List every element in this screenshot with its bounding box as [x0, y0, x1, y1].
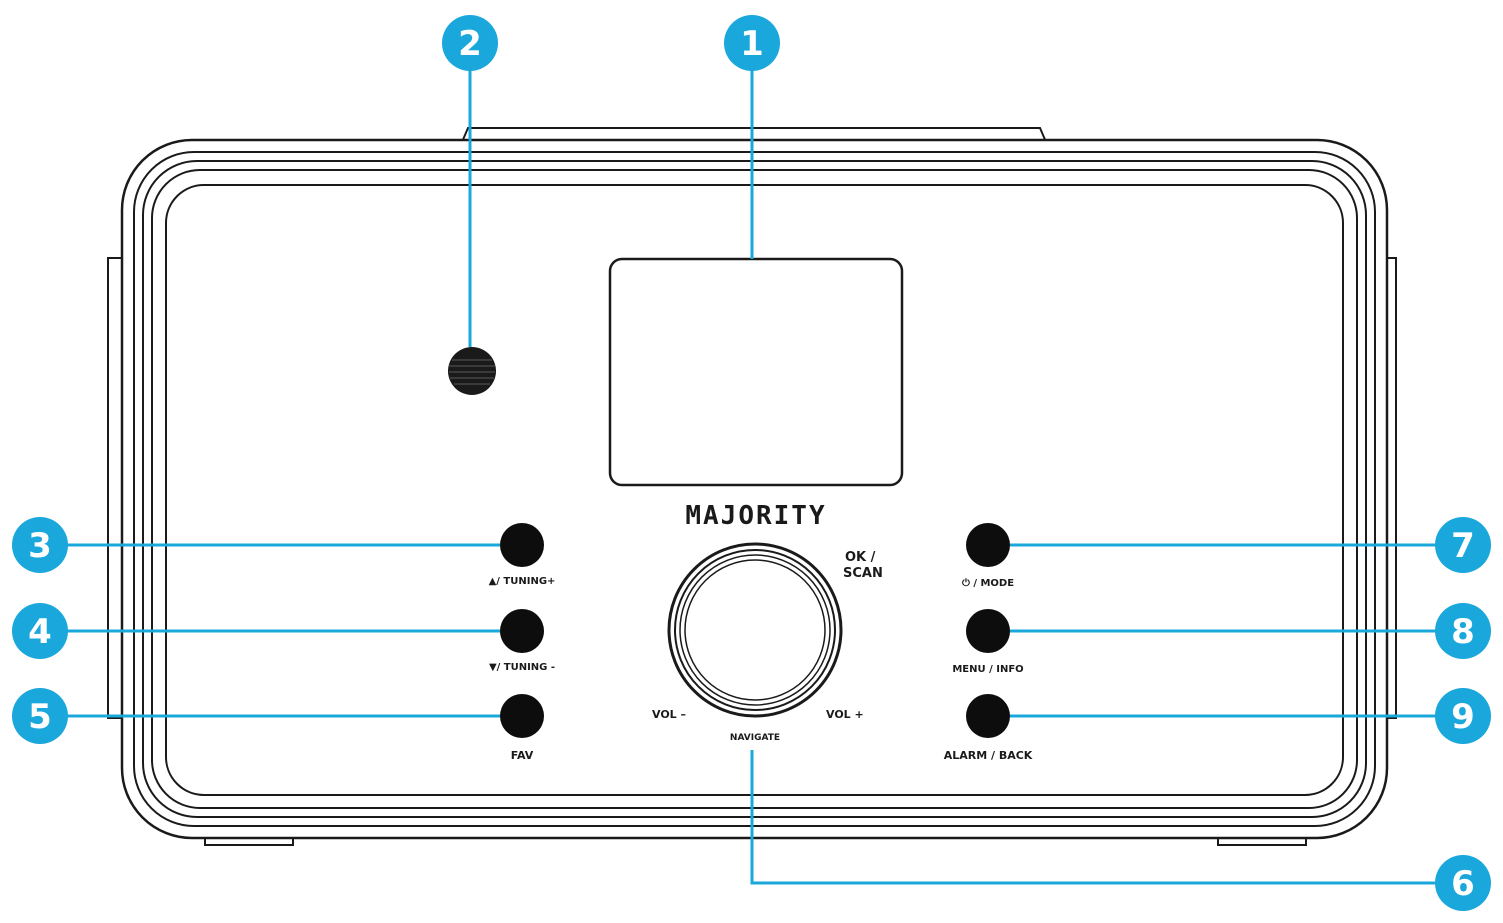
menu-info-label: MENU / INFO — [952, 664, 1023, 675]
svg-text:7: 7 — [1451, 526, 1475, 566]
callout-6: 6 — [1435, 855, 1491, 911]
power-mode-label: ⏻ / MODE — [962, 577, 1014, 589]
tuning-down-label: ▼/ TUNING - — [489, 662, 555, 673]
navigate-knob[interactable] — [667, 542, 843, 718]
display-screen — [608, 257, 904, 487]
svg-text:3: 3 — [28, 526, 52, 566]
callout-7: 7 — [1435, 517, 1491, 573]
alarm-back-button[interactable] — [966, 694, 1010, 738]
brand-logo: MAJORITY — [685, 501, 826, 531]
callout-8: 8 — [1435, 603, 1491, 659]
menu-info-button[interactable] — [966, 609, 1010, 653]
navigate-label: NAVIGATE — [730, 733, 780, 743]
callout-4: 4 — [12, 603, 68, 659]
tuning-down-button[interactable] — [500, 609, 544, 653]
svg-text:5: 5 — [28, 697, 52, 737]
callout-lines — [66, 70, 1436, 885]
callout-9: 9 — [1435, 688, 1491, 744]
callout-line-6 — [750, 750, 1436, 885]
callout-3: 3 — [12, 517, 68, 573]
body-frame-2 — [133, 151, 1376, 827]
sensor-grille — [448, 347, 496, 395]
ok-scan-label-line1: OK / — [845, 550, 876, 565]
svg-text:2: 2 — [458, 24, 482, 64]
svg-text:4: 4 — [28, 612, 52, 652]
body-frame-4 — [151, 169, 1358, 809]
tuning-up-label: ▲/ TUNING+ — [489, 576, 556, 587]
svg-text:8: 8 — [1451, 612, 1475, 652]
power-mode-button[interactable] — [966, 523, 1010, 567]
top-strip — [461, 127, 1047, 143]
svg-text:1: 1 — [740, 24, 764, 64]
ok-scan-label-line2: SCAN — [843, 566, 883, 581]
callout-2: 2 — [442, 15, 498, 71]
body-outer — [120, 138, 1389, 840]
body-frame-3 — [142, 160, 1367, 818]
tuning-up-button[interactable] — [500, 523, 544, 567]
callout-5: 5 — [12, 688, 68, 744]
svg-text:9: 9 — [1451, 697, 1475, 737]
vol-minus-label: VOL – — [652, 708, 686, 721]
callout-1: 1 — [724, 15, 780, 71]
fav-button[interactable] — [500, 694, 544, 738]
vol-plus-label: VOL + — [826, 708, 864, 721]
alarm-back-label: ALARM / BACK — [944, 749, 1033, 762]
front-panel — [165, 184, 1344, 796]
fav-label: FAV — [511, 749, 534, 762]
svg-text:6: 6 — [1451, 864, 1475, 904]
